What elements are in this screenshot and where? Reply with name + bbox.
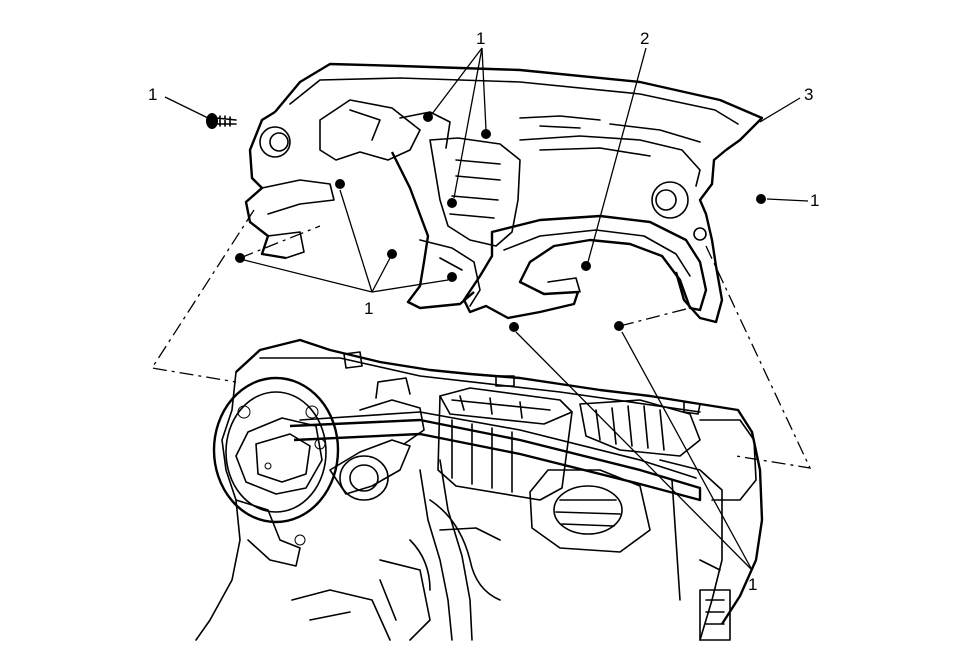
- center-lower-bracket: [419, 239, 481, 307]
- bolt-icon: [423, 112, 433, 122]
- callout-1-mid-bottom: 1: [364, 299, 373, 318]
- bracket-hole: [294, 534, 306, 546]
- callout-1-left: 1: [148, 85, 157, 104]
- right-duct-assembly: [529, 399, 701, 553]
- panel-top-inner: [289, 77, 739, 125]
- dash-upper-ribs: [519, 115, 701, 143]
- lower-center-trim: [462, 214, 708, 320]
- callout-labels: 1 1 2 3 1 1 1: [148, 29, 819, 594]
- column-collar: [339, 455, 389, 501]
- bolt-icon: [335, 179, 345, 189]
- center-column: [390, 151, 475, 310]
- callout-1-right: 1: [810, 191, 819, 210]
- right-vent-outer: [651, 181, 689, 219]
- cowl-slots: [343, 351, 701, 415]
- center-column-slots: [449, 159, 501, 219]
- left-vent-inner: [269, 132, 289, 152]
- column-collar-inner: [349, 464, 379, 492]
- left-vent-outer: [259, 126, 291, 158]
- callout-1-bottom-right: 1: [748, 575, 757, 594]
- panel-left-end: [244, 110, 287, 260]
- right-bracket-stack: [699, 589, 731, 641]
- floor-console: [379, 559, 431, 641]
- alignment-lines: [150, 209, 812, 469]
- hvac-module: [437, 387, 573, 501]
- right-lower-frame: [659, 459, 723, 641]
- left-bracket: [261, 179, 335, 259]
- left-knee-bracket: [235, 499, 301, 567]
- trim-tab: [547, 277, 581, 293]
- center-bracket-upper: [319, 99, 421, 161]
- panel-right-end: [674, 149, 727, 324]
- center-bracket-detail: [349, 109, 451, 149]
- center-support: [419, 459, 473, 641]
- bolt-icon: [387, 249, 397, 259]
- right-vent-inner: [655, 189, 677, 211]
- center-wiring: [409, 499, 501, 601]
- callout-1-top: 1: [476, 29, 485, 48]
- right-mount-hole: [693, 227, 707, 241]
- left-side-wall: [195, 371, 241, 641]
- bolts: [206, 112, 766, 332]
- beam-top-line: [299, 411, 697, 479]
- panel-top-edge: [274, 62, 764, 151]
- cross-car-beam-assembly: [195, 338, 764, 641]
- steering-wheel: [212, 376, 340, 524]
- pedal-area: [291, 589, 391, 641]
- cross-car-beam: [289, 418, 702, 502]
- dash-mid-section: [519, 135, 701, 187]
- bolt-icon: [756, 194, 766, 204]
- bolt-icon: [481, 129, 491, 139]
- bolt-icon: [614, 321, 624, 331]
- cowl-top-line: [259, 357, 701, 413]
- steering-column: [329, 439, 411, 495]
- center-column-inner: [429, 137, 521, 247]
- instrument-panel-carrier: [244, 62, 764, 324]
- trim-inner-edge: [503, 229, 691, 277]
- trim-outline: [462, 214, 708, 320]
- cowl-outline: [235, 338, 764, 625]
- bolt-icon: [509, 322, 519, 332]
- right-side-panel: [699, 419, 757, 501]
- bolt-icon: [447, 198, 457, 208]
- bolt-icon: [206, 113, 237, 129]
- bolt-icon: [447, 272, 457, 282]
- callout-3: 3: [804, 85, 813, 104]
- bolt-icon: [581, 261, 591, 271]
- callout-2: 2: [640, 29, 649, 48]
